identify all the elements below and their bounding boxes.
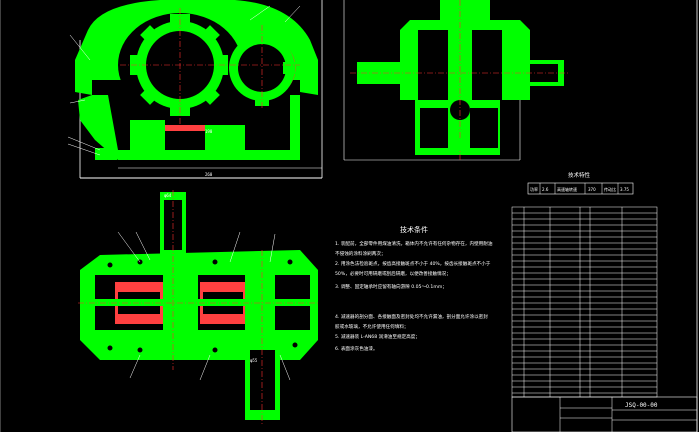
req-line-7: 5. 减速器装 L-AN68 润滑油至规定高度； (335, 333, 420, 340)
req-line-1: 不侵蚀的涂料涂刷两次； (335, 250, 386, 257)
dim-width-2: 190 (205, 129, 213, 134)
param-cell-2: 高速轴转速 (557, 186, 577, 192)
side-view (343, 0, 570, 161)
param-cell-5: 3.75 (620, 187, 629, 192)
param-cell-4: 传动比 (604, 186, 616, 192)
tech-requirements: 技术条件 1. 装配前，全部零件用煤油清洗，箱体内不允许有任何杂物存在，内壁用耐… (335, 225, 493, 352)
req-line-0: 1. 装配前，全部零件用煤油清洗，箱体内不允许有任何杂物存在，内壁用耐油 (335, 240, 493, 247)
req-line-3: 50%，必要时可用研磨或刮后研磨，以便改善接触情况； (335, 270, 451, 277)
front-view: 260 190 (67, 0, 323, 179)
parts-list (511, 206, 658, 398)
req-line-4: 3. 调整、固定轴承时应留有轴向游隙 0.05～0.1mm； (335, 283, 447, 290)
param-cell-0: 功率 (530, 186, 538, 192)
title-block: JSQ-00-00 (511, 396, 698, 432)
tech-params-title: 技术特性 (568, 171, 591, 179)
dim-bottom-shaft: φ55 (250, 358, 258, 363)
req-line-6: 胶或水玻璃，不允许使用任何填料； (335, 323, 409, 330)
drawing-code: JSQ-00-00 (625, 402, 658, 409)
param-cell-1: 2.6 (542, 187, 549, 192)
param-cell-3: 370 (588, 187, 596, 192)
req-line-8: 6. 表面涂灰色油漆。 (335, 345, 378, 352)
tech-requirements-title: 技术条件 (400, 225, 428, 234)
req-line-2: 2. 用涂色法检验斑点，按齿高接触斑点不小于 40%，按齿长接触斑点不小于 (335, 260, 491, 267)
dim-top-shaft: φ64 (164, 193, 172, 198)
plan-view: φ64 φ55 (78, 190, 320, 425)
tech-params-table: 技术特性 功率 2.6 高速轴转速 370 传动比 3.75 (527, 171, 634, 195)
req-line-5: 4. 减速器的剖分面、各接触面及密封处均不允许漏油，剖分面允许涂以密封 (335, 313, 488, 320)
dim-width-1: 260 (205, 172, 213, 177)
